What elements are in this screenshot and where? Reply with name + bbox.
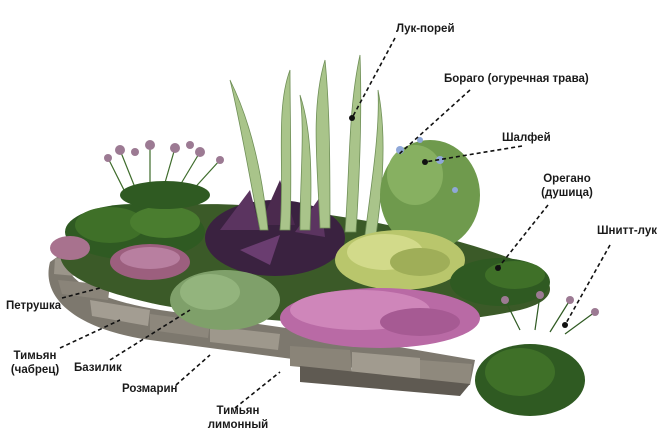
- label-chives: Шнитт-лук: [597, 225, 657, 237]
- label-thyme-line2: (чабрец): [10, 364, 60, 376]
- label-lemon-thyme-line2: лимонный: [207, 419, 269, 431]
- chives-left-plant: [104, 140, 224, 209]
- label-lemon-thyme-line1: Тимьян: [216, 405, 260, 417]
- parsley-plant: [65, 204, 205, 260]
- leader-chives: [564, 244, 611, 326]
- label-leek: Лук-порей: [396, 23, 455, 35]
- rosemary-plant: [170, 270, 280, 330]
- label-oregano-line2: (душица): [541, 187, 593, 199]
- leader-lines: [59, 37, 611, 409]
- label-basil: Базилик: [74, 362, 122, 374]
- leek-plant: [229, 54, 384, 236]
- chives-right-plant: [475, 291, 599, 416]
- label-sage: Шалфей: [502, 132, 551, 144]
- label-thyme: Тимьян (чабрец): [4, 349, 66, 377]
- label-oregano-line1: Орегано: [543, 173, 591, 185]
- leader-dots: [349, 115, 568, 328]
- leader-leek: [351, 37, 396, 119]
- label-borage: Бораго (огуречная трава): [444, 73, 589, 85]
- label-oregano: Орегано (душица): [532, 172, 602, 200]
- leader-basil: [109, 309, 191, 361]
- thyme-plant: [50, 236, 190, 280]
- leader-sage: [424, 145, 523, 163]
- leader-borage: [397, 89, 471, 156]
- label-parsley: Петрушка: [6, 300, 62, 312]
- label-rosemary: Розмарин: [122, 383, 178, 395]
- borage-plant: [380, 137, 480, 250]
- leader-lemon-thyme: [234, 371, 281, 409]
- leader-thyme: [59, 319, 121, 349]
- oregano-plant: [450, 258, 550, 306]
- sage-plant: [335, 230, 465, 290]
- label-lemon-thyme: Тимьян лимонный: [198, 404, 278, 432]
- label-thyme-line1: Тимьян: [13, 350, 57, 362]
- lemon-thyme-plant: [280, 288, 480, 348]
- leader-rosemary: [175, 354, 211, 386]
